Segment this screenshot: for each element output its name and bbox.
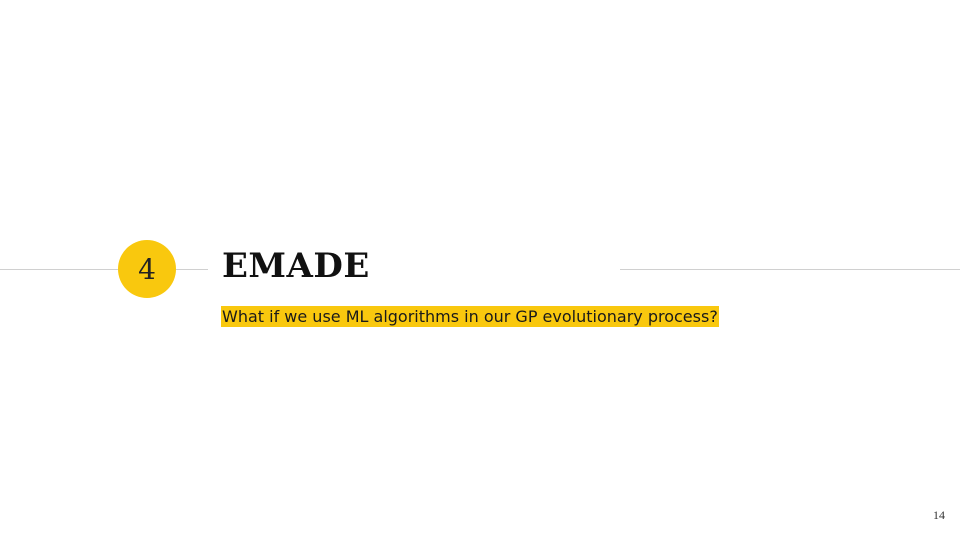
slide-subtitle: What if we use ML algorithms in our GP e… xyxy=(221,306,719,327)
section-number-badge: 4 xyxy=(118,240,176,298)
page-number: 14 xyxy=(933,508,945,522)
slide-title: EMADE xyxy=(222,246,370,286)
divider-line-left xyxy=(0,269,118,270)
divider-line-right xyxy=(620,269,960,270)
divider-line-middle xyxy=(176,269,208,270)
